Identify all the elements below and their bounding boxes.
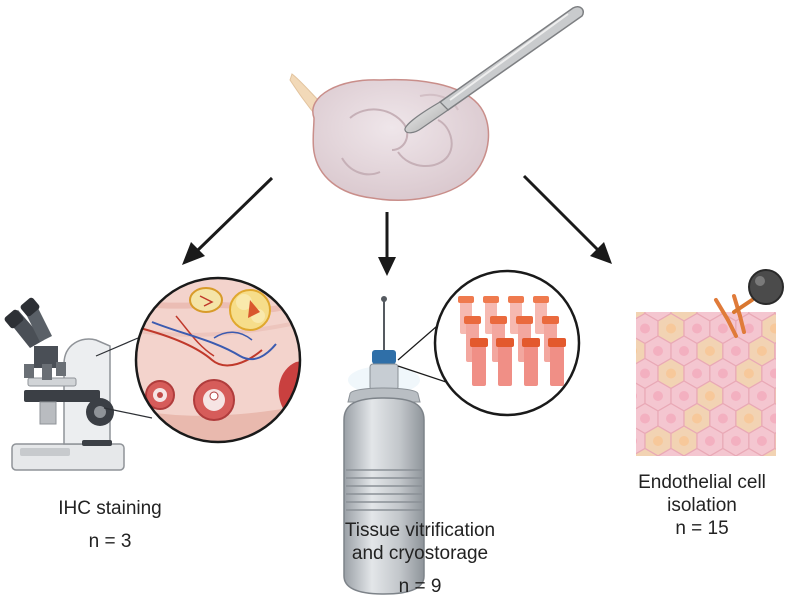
cell-nucleus: [783, 391, 787, 401]
cell-nucleus: [640, 323, 650, 334]
endothelial-cell: [709, 447, 737, 456]
endothelial-cell: [774, 342, 776, 360]
endothelial-label: Endothelial cell isolation: [638, 472, 766, 516]
cell-nucleus: [653, 301, 663, 311]
cell-nucleus: [718, 549, 728, 559]
cell-nucleus: [743, 323, 754, 334]
cell-nucleus: [640, 368, 650, 379]
cell-nucleus: [756, 346, 767, 356]
ihc-label: IHC staining: [58, 498, 162, 519]
cell-nucleus: [653, 436, 663, 446]
cell-nucleus: [666, 549, 676, 559]
arrow-right: [522, 174, 612, 264]
cell-nucleus: [679, 436, 689, 446]
cell-nucleus: [666, 413, 676, 424]
endothelial-cell: [762, 539, 787, 569]
cell-nucleus: [636, 393, 637, 399]
endothelial-cell: [710, 539, 736, 569]
cell-nucleus: [743, 368, 754, 379]
endothelial-cell: [735, 447, 763, 456]
cell-nucleus: [666, 459, 676, 469]
cell-nucleus: [705, 301, 715, 311]
endothelial-cell: [636, 447, 659, 456]
cell-nucleus: [692, 323, 702, 334]
endothelial-cell: [657, 447, 685, 456]
cell-nucleus: [770, 459, 780, 469]
tissue-section-magnifier-icon: [134, 276, 302, 444]
endothelial-cell: [632, 539, 658, 569]
cell-nucleus: [717, 413, 728, 424]
cell-nucleus: [640, 413, 650, 424]
endothelial-cell: [683, 447, 711, 456]
cell-nucleus: [730, 391, 741, 401]
vitrification-n-label: n = 9: [398, 576, 442, 596]
cell-nucleus: [769, 323, 776, 334]
endothelial-cell: [658, 539, 684, 569]
cell-nucleus: [666, 323, 676, 334]
ihc-n-label: n = 3: [88, 531, 132, 552]
microscope-icon: [4, 297, 153, 471]
cell-nucleus: [783, 301, 787, 311]
cell-nucleus: [704, 391, 715, 401]
cell-nucleus: [783, 346, 787, 356]
cell-nucleus: [692, 368, 702, 379]
endothelial-cell: [761, 447, 776, 456]
cell-nucleus: [692, 413, 702, 424]
cell-nucleus: [679, 301, 689, 311]
cell-nucleus: [783, 436, 787, 446]
cell-nucleus: [743, 413, 754, 424]
cell-nucleus: [744, 459, 754, 469]
endothelial-cell: [684, 539, 710, 569]
cryo-dewar-icon: [343, 296, 447, 595]
cell-nucleus: [704, 346, 715, 356]
cell-nucleus: [666, 368, 676, 379]
cell-nucleus: [653, 391, 663, 401]
cell-nucleus: [704, 436, 715, 446]
cell-nucleus: [679, 346, 689, 356]
endothelial-n-label: n = 15: [675, 518, 729, 539]
cell-nucleus: [717, 368, 728, 379]
cryovials-magnifier-icon: [433, 269, 581, 417]
cell-nucleus: [730, 346, 741, 356]
endothelial-cell: [774, 387, 776, 405]
arrow-left: [182, 176, 274, 265]
endothelial-cells-icon: [627, 301, 787, 569]
cell-nucleus: [692, 459, 702, 469]
arrow-center: [378, 212, 396, 276]
cell-nucleus: [636, 348, 637, 354]
cell-nucleus: [769, 368, 776, 379]
cell-nucleus: [679, 391, 689, 401]
cell-nucleus: [718, 459, 728, 469]
cell-nucleus: [756, 436, 767, 446]
cell-nucleus: [769, 413, 776, 424]
vitrification-label: Tissue vitrification and cryostorage: [344, 520, 496, 564]
endothelial-cell: [774, 432, 776, 450]
cell-nucleus: [640, 459, 650, 469]
cell-nucleus: [640, 549, 650, 559]
cell-nucleus: [756, 391, 767, 401]
cell-nucleus: [717, 323, 728, 334]
cell-nucleus: [627, 301, 637, 311]
cell-nucleus: [730, 436, 741, 446]
cell-nucleus: [692, 549, 702, 559]
scalpel-icon: [404, 5, 585, 134]
cell-nucleus: [744, 549, 754, 559]
cell-nucleus: [770, 549, 780, 559]
antibody-bead-icon: [714, 269, 784, 338]
cell-nucleus: [636, 438, 637, 444]
cell-nucleus: [653, 346, 663, 356]
endothelial-cell: [736, 539, 762, 569]
